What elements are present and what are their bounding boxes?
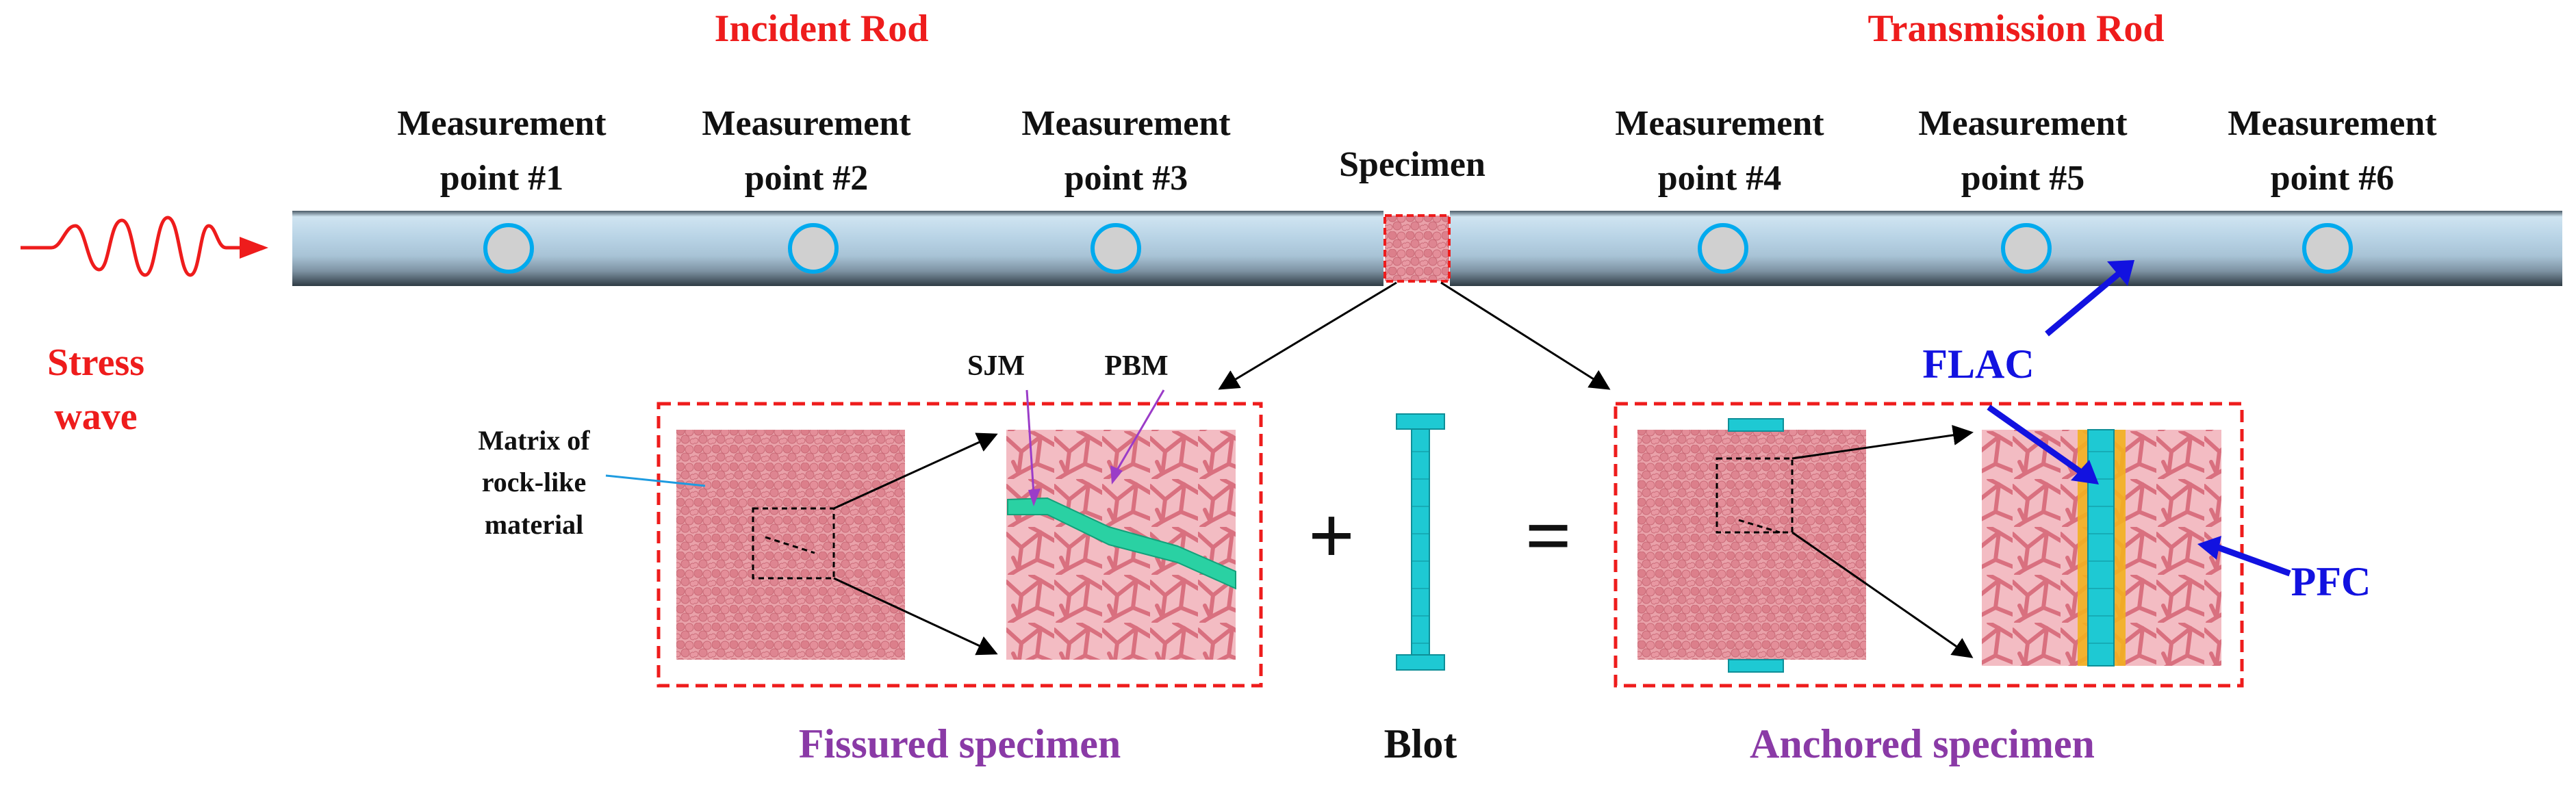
measurement-point-1 xyxy=(483,223,534,274)
mp5-line2: point #5 xyxy=(1961,159,2085,198)
blot-caption: Blot xyxy=(1384,721,1457,766)
mp6-line2: point #6 xyxy=(2271,159,2395,198)
mp3-line1: Measurement xyxy=(1021,104,1231,143)
arrow-to-fissured xyxy=(1218,281,1397,390)
specimen-between-bars xyxy=(1383,214,1451,283)
mp1-line2: point #1 xyxy=(440,159,564,198)
incident-rod-title: Incident Rod xyxy=(715,8,929,50)
pfc-label: PFC xyxy=(2291,559,2371,604)
measurement-point-5 xyxy=(2001,223,2052,274)
anchored-zoom-box xyxy=(1716,457,1794,534)
anchored-specimen-frame xyxy=(1614,402,2244,688)
mp4-line2: point #4 xyxy=(1658,159,1782,198)
measurement-labels: Measurement point #1 Measurement point #… xyxy=(397,104,2437,198)
bolt-icon xyxy=(1396,413,1445,671)
mp4-line1: Measurement xyxy=(1615,104,1824,143)
anchor-plate-bottom xyxy=(1728,659,1784,673)
mp6-line1: Measurement xyxy=(2228,104,2437,143)
measurement-points xyxy=(483,223,2353,274)
stress-wave-icon xyxy=(21,216,268,277)
measurement-point-4 xyxy=(1698,223,1748,274)
flac-arrow-lower xyxy=(1987,404,2083,475)
pbm-label: PBM xyxy=(1104,350,1168,382)
measurement-point-3 xyxy=(1091,223,1141,274)
measurement-point-2 xyxy=(788,223,839,274)
bolt-detail xyxy=(2087,429,2115,667)
stress-wave-line1: Stress xyxy=(47,341,144,384)
mp1-line1: Measurement xyxy=(397,104,607,143)
mp5-line1: Measurement xyxy=(1918,104,2128,143)
flac-label: FLAC xyxy=(1922,341,2034,387)
flac-arrow-upper xyxy=(2045,271,2121,337)
fissured-zoom-arrow-top xyxy=(833,432,998,510)
stress-wave-line2: wave xyxy=(54,396,137,438)
equals-sign: = xyxy=(1525,490,1572,581)
specimen-label: Specimen xyxy=(1339,145,1485,184)
fissured-specimen-caption: Fissured specimen xyxy=(799,721,1121,766)
mp3-line2: point #3 xyxy=(1064,159,1188,198)
fissured-specimen-block xyxy=(676,430,905,660)
transmission-rod-title: Transmission Rod xyxy=(1867,8,2164,50)
pfc-arrow xyxy=(2217,544,2291,577)
fissured-zoom-arrow-bottom xyxy=(833,577,998,656)
anchored-zoom-arrow-top xyxy=(1791,425,1974,460)
mp2-line2: point #2 xyxy=(745,159,869,198)
smooth-joint xyxy=(1007,497,1236,590)
mp2-line1: Measurement xyxy=(702,104,911,143)
measurement-point-6 xyxy=(2302,223,2353,274)
matrix-label-line1: Matrix of xyxy=(478,425,590,456)
matrix-label-line3: material xyxy=(485,509,583,540)
anchor-plate-top xyxy=(1728,418,1784,432)
matrix-label-line2: rock-like xyxy=(482,467,587,497)
fissured-zoom-box xyxy=(752,507,835,580)
plus-sign: + xyxy=(1308,490,1355,581)
sjm-label: SJM xyxy=(967,350,1025,382)
arrow-to-anchored xyxy=(1440,281,1611,390)
anchored-zoom-arrow-bottom xyxy=(1791,531,1974,658)
anchored-specimen-block xyxy=(1637,430,1866,660)
anchored-specimen-caption: Anchored specimen xyxy=(1750,721,2095,766)
